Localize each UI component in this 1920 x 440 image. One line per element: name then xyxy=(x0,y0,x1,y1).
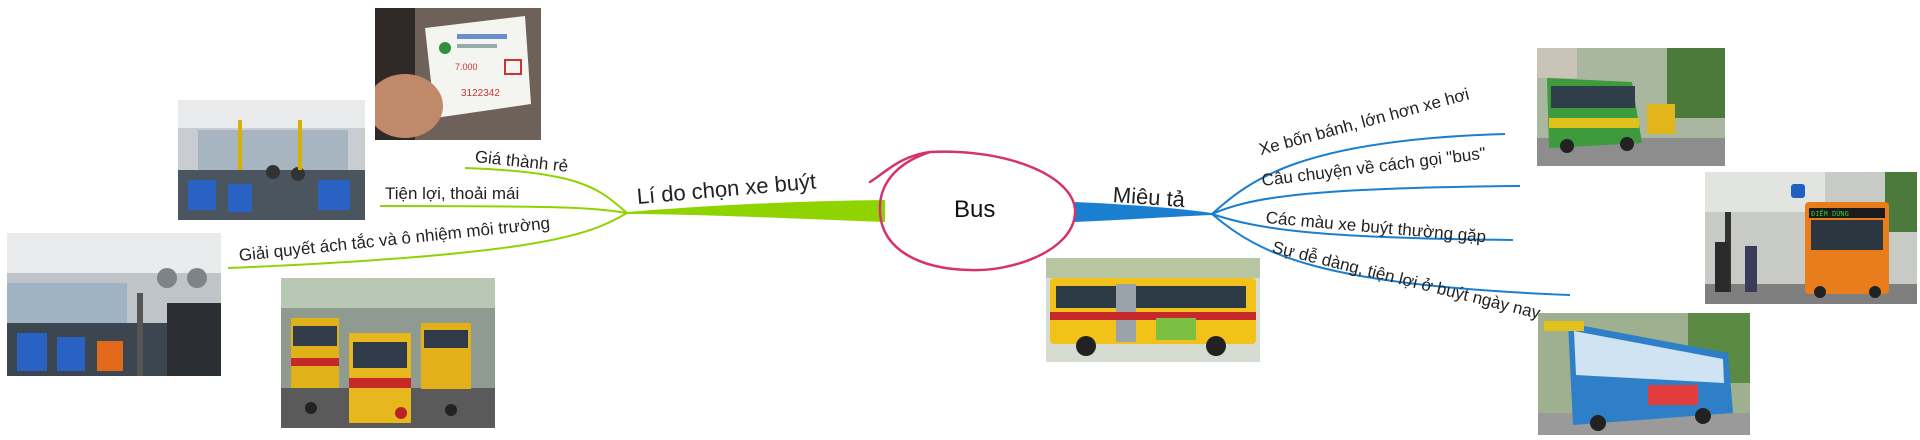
bus-interior-photo-bottom xyxy=(7,233,221,376)
traffic-buses-photo xyxy=(281,278,495,428)
left-main-branch xyxy=(627,200,885,222)
right-branch-label: Miêu tả xyxy=(1112,182,1186,213)
right-sub-branch-4 xyxy=(1211,213,1571,296)
yellow-bus-photo xyxy=(1046,258,1260,362)
blue-bus-photo xyxy=(1538,313,1750,435)
left-sub-branch-2 xyxy=(379,205,628,214)
green-bus-photo xyxy=(1537,48,1725,166)
right-main-branch xyxy=(1075,202,1212,222)
bus-interior-photo-top xyxy=(178,100,365,220)
right-sub-branch-1 xyxy=(1211,133,1506,215)
left-sub-branch-1 xyxy=(464,167,628,214)
left-sub-branch-3 xyxy=(227,212,628,269)
svg-text:3122342: 3122342 xyxy=(461,88,500,99)
right-sub-branch-3 xyxy=(1211,213,1514,241)
orange-bus-photo: ĐIỂM DỪNG xyxy=(1705,172,1917,304)
bus-ticket-photo: 7.000 3122342 xyxy=(375,8,541,140)
svg-text:ĐIỂM DỪNG: ĐIỂM DỪNG xyxy=(1811,209,1849,219)
right-sub-branch-2 xyxy=(1211,185,1521,215)
left-item-2: Tiện lợi, thoải mái xyxy=(385,184,520,203)
center-ellipse xyxy=(868,150,1077,272)
svg-text:7.000: 7.000 xyxy=(455,62,478,72)
center-topic: Bus xyxy=(954,196,996,223)
